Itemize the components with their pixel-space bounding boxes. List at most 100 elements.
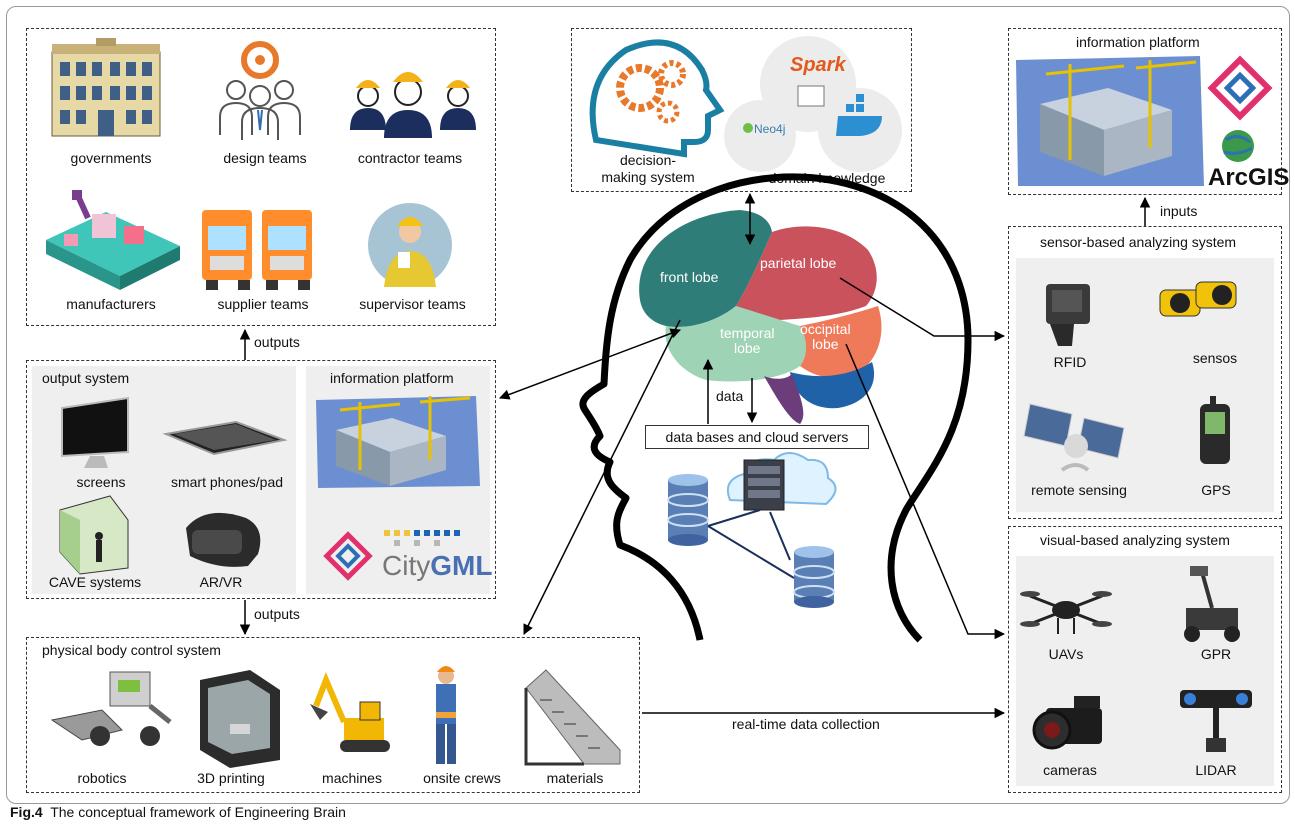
arcgis-globe-icon xyxy=(1222,130,1254,162)
sensor-label: remote sensing xyxy=(1031,482,1127,498)
factory-icon xyxy=(46,190,180,290)
info-platform-left-title: information platform xyxy=(330,370,454,386)
visual-label: GPR xyxy=(1200,646,1232,662)
visual-label: LIDAR xyxy=(1195,762,1237,778)
front-lobe-label: front lobe xyxy=(660,269,719,285)
parietal-lobe-label: parietal lobe xyxy=(760,255,837,271)
database-cloud-icon xyxy=(667,452,837,608)
building-model-icon xyxy=(316,396,480,488)
stakeholder-label: manufacturers xyxy=(66,296,156,312)
output-system-title: output system xyxy=(42,370,130,386)
realtime-label: real-time data collection xyxy=(732,716,880,732)
monitor-icon xyxy=(61,396,129,468)
outputs-label-top: outputs xyxy=(254,334,300,350)
neo4j-logo: Neo4j xyxy=(754,122,786,136)
visual-system-title: visual-based analyzing system xyxy=(1040,532,1230,548)
camera-icon xyxy=(1032,696,1102,750)
database-icon xyxy=(793,546,835,608)
temporal-lobe-label: temporal lobe xyxy=(720,325,775,356)
decision-label: decision- making system xyxy=(601,152,695,185)
knowledge-logos-icon xyxy=(724,36,902,172)
output-label: smart phones/pad xyxy=(170,474,284,490)
rfid-reader-icon xyxy=(1046,284,1090,346)
temporal-lobe xyxy=(665,306,806,382)
stakeholder-label: supplier teams xyxy=(217,296,309,312)
gps-device-icon xyxy=(1200,396,1230,464)
figure-frame xyxy=(6,6,1290,804)
figure-caption: Fig.4 The conceptual framework of Engine… xyxy=(10,804,346,820)
inputs-label: inputs xyxy=(1160,203,1198,219)
sensor-system-title: sensor-based analyzing system xyxy=(1040,234,1237,250)
satellite-icon xyxy=(1023,403,1125,472)
gpr-cart-icon xyxy=(1184,566,1240,642)
brain-icon xyxy=(639,210,882,424)
physical-label: materials xyxy=(546,770,604,786)
visual-system-box xyxy=(1008,526,1282,793)
citygml-gml: GML xyxy=(430,550,493,581)
sensor-icon xyxy=(1159,281,1237,317)
data-label: data xyxy=(716,388,744,404)
drone-icon xyxy=(1020,591,1112,634)
citygml-logo-text: CityGML xyxy=(382,550,492,582)
supervisor-icon xyxy=(368,203,452,287)
design-team-icon xyxy=(219,41,301,140)
lidar-icon xyxy=(1180,690,1252,752)
info-platform-right-box xyxy=(1008,28,1282,195)
contractor-team-icon xyxy=(350,72,476,138)
physical-system-title: physical body control system xyxy=(42,642,221,658)
stakeholder-label: design teams xyxy=(223,150,307,166)
ifc-logo-icon xyxy=(1207,55,1273,121)
truck-icon xyxy=(202,210,312,290)
visual-label: cameras xyxy=(1043,762,1097,778)
cityml-logo-icon xyxy=(323,530,460,581)
stakeholder-label: contractor teams xyxy=(357,150,463,166)
citygml-city: City xyxy=(382,550,431,581)
stakeholder-label: governments xyxy=(70,150,152,166)
sensor-label: RFID xyxy=(1053,354,1087,370)
3d-printer-icon xyxy=(200,670,280,768)
info-platform-right-title: information platform xyxy=(1076,34,1200,50)
caption-text: The conceptual framework of Engineering … xyxy=(50,804,346,820)
spark-logo: Spark xyxy=(790,54,846,76)
sensor-label: GPS xyxy=(1201,482,1231,498)
sensor-system-box xyxy=(1008,226,1282,519)
vr-headset-icon xyxy=(186,512,261,567)
physical-label: onsite crews xyxy=(423,770,501,786)
robot-icon xyxy=(50,671,172,746)
outputs-label-bottom: outputs xyxy=(254,606,300,622)
visual-label: UAVs xyxy=(1048,646,1084,662)
databases-box: data bases and cloud servers xyxy=(645,425,869,449)
government-building-icon xyxy=(51,38,161,137)
arcgis-label: ArcGIS xyxy=(1208,164,1290,191)
stakeholders-box xyxy=(26,28,496,326)
stakeholder-label: supervisor teams xyxy=(359,296,466,312)
occipital-lobe-label: occipital lobe xyxy=(800,321,851,352)
stairs-icon xyxy=(524,669,621,766)
worker-icon xyxy=(436,666,456,764)
physical-label: 3D printing xyxy=(197,770,265,786)
physical-label: machines xyxy=(322,770,382,786)
caption-label: Fig.4 xyxy=(10,804,43,820)
output-label: screens xyxy=(76,474,126,490)
output-label: AR/VR xyxy=(199,574,243,590)
front-lobe xyxy=(639,210,772,328)
database-icon xyxy=(667,474,709,546)
brain-stem xyxy=(764,374,804,424)
tablet-icon xyxy=(162,420,288,456)
physical-label: robotics xyxy=(77,770,127,786)
building-model-icon xyxy=(1016,56,1204,186)
sensor-label: sensos xyxy=(1192,350,1238,366)
excavator-icon xyxy=(310,672,390,752)
decision-domain-box xyxy=(571,28,912,192)
physical-system-box xyxy=(26,637,640,793)
output-label: CAVE systems xyxy=(48,574,142,590)
cave-system-icon xyxy=(59,495,129,575)
